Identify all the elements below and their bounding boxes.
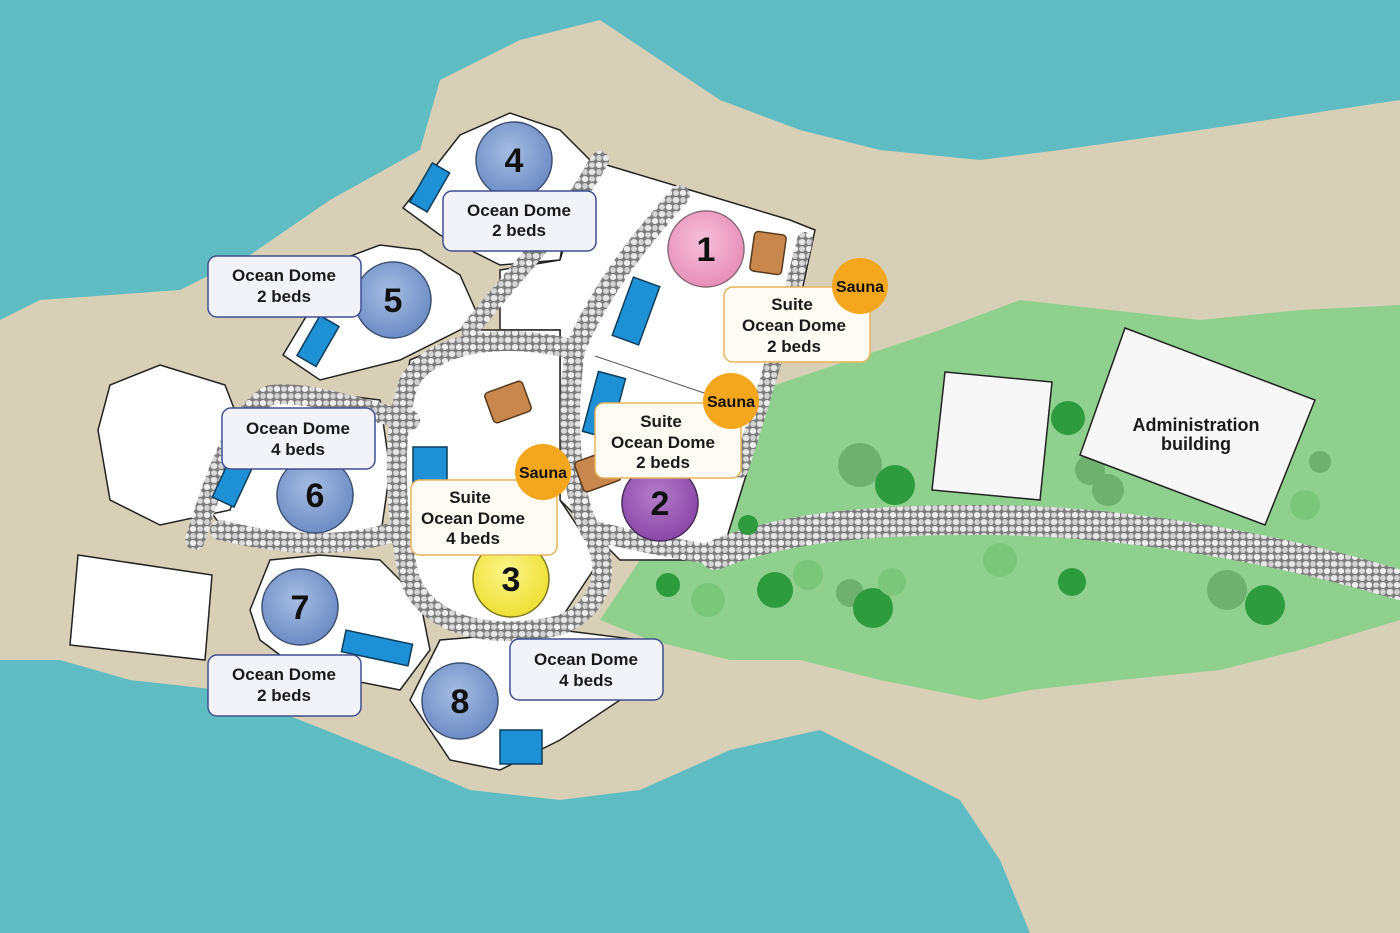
dome-2[interactable]: 2 (621, 464, 699, 542)
path-east-link (580, 520, 725, 565)
label-dome-6-line-2: 4 beds (271, 440, 325, 459)
tree (1290, 490, 1320, 520)
sauna-badge-1[interactable]: Sauna (832, 258, 888, 314)
label-dome-3-line-2: Ocean Dome (421, 509, 525, 528)
label-dome-3: Suite Ocean Dome 4 beds (410, 479, 558, 556)
tree (878, 568, 906, 596)
sauna-badge-3-label: Sauna (519, 465, 567, 482)
hut (749, 230, 787, 276)
label-dome-4-line-2: 2 beds (492, 221, 546, 240)
dome-7-number: 7 (291, 589, 310, 627)
label-dome-3-line-1: Suite (449, 488, 491, 507)
pool (499, 729, 543, 765)
dome-7[interactable]: 7 (261, 568, 339, 646)
tree (1245, 585, 1285, 625)
path-southwest (210, 520, 410, 554)
tree (838, 443, 882, 487)
label-dome-5-line-1: Ocean Dome (232, 266, 336, 285)
pool (611, 276, 661, 346)
dome-8[interactable]: 8 (421, 662, 499, 740)
dome-5-number: 5 (384, 282, 403, 320)
dome-2-number: 2 (651, 485, 670, 523)
domes: 1 2 3 4 5 6 7 8 (261, 121, 745, 740)
trees (656, 401, 1331, 628)
admin-label-line-2: building (1161, 434, 1231, 454)
dome-5[interactable]: 5 (354, 261, 432, 339)
tree (853, 588, 893, 628)
pool (340, 629, 414, 667)
label-dome-1: Suite Ocean Dome 2 beds (723, 286, 871, 363)
path-ring (386, 331, 613, 642)
dome-labels: Ocean Dome 2 beds Ocean Dome 2 beds Ocea… (207, 190, 871, 717)
pool (295, 314, 341, 368)
label-dome-7: Ocean Dome 2 beds (207, 654, 362, 717)
sauna-badge-3[interactable]: Sauna (515, 444, 571, 500)
label-dome-1-line-2: Ocean Dome (742, 316, 846, 335)
tree (1051, 401, 1085, 435)
buildings (931, 327, 1316, 526)
label-dome-6-line-1: Ocean Dome (246, 419, 350, 438)
hut (484, 380, 532, 424)
label-dome-5-line-2: 2 beds (257, 287, 311, 306)
sauna-badges: Sauna Sauna Sauna (515, 258, 888, 500)
stone-paths (185, 151, 1400, 642)
label-dome-2-line-2: Ocean Dome (611, 433, 715, 452)
tree (875, 465, 915, 505)
admin-label-line-1: Administration (1132, 415, 1259, 435)
path-north-west (461, 151, 609, 339)
sauna-badge-1-label: Sauna (836, 279, 884, 296)
dome-4[interactable]: 4 (475, 121, 553, 199)
path-north (565, 185, 690, 360)
label-dome-8-line-2: 4 beds (559, 671, 613, 690)
label-dome-1-line-1: Suite (771, 295, 813, 314)
label-dome-8-line-1: Ocean Dome (534, 650, 638, 669)
tree (793, 560, 823, 590)
label-dome-7-line-1: Ocean Dome (232, 665, 336, 684)
label-dome-2-line-1: Suite (640, 412, 682, 431)
dome-1[interactable]: 1 (667, 210, 745, 288)
sauna-badge-2-label: Sauna (707, 394, 755, 411)
label-dome-7-line-2: 2 beds (257, 686, 311, 705)
label-dome-6: Ocean Dome 4 beds (221, 407, 376, 470)
tree (691, 583, 725, 617)
plot-square-sw (69, 554, 213, 661)
label-dome-2-line-3: 2 beds (636, 453, 690, 472)
building-square (931, 371, 1053, 501)
tree (983, 543, 1017, 577)
label-dome-8: Ocean Dome 4 beds (509, 638, 664, 701)
label-dome-3-line-3: 4 beds (446, 529, 500, 548)
dome-3-number: 3 (502, 561, 521, 599)
administration-building[interactable] (1079, 327, 1316, 526)
tree (1092, 474, 1124, 506)
dome-8-number: 8 (451, 683, 470, 721)
dome-3[interactable]: 3 (472, 540, 550, 618)
tree (1207, 570, 1247, 610)
label-connectors (594, 355, 711, 396)
dome-1-number: 1 (697, 231, 716, 269)
label-dome-5: Ocean Dome 2 beds (207, 255, 362, 318)
label-dome-1-line-3: 2 beds (767, 337, 821, 356)
dome-6-number: 6 (306, 477, 325, 515)
tree (656, 573, 680, 597)
tree (738, 515, 758, 535)
tree (757, 572, 793, 608)
label-dome-2: Suite Ocean Dome 2 beds (594, 402, 742, 479)
dome-4-number: 4 (505, 142, 524, 180)
dome-6[interactable]: 6 (276, 456, 354, 534)
label-dome-4-line-1: Ocean Dome (467, 201, 571, 220)
tree (1309, 451, 1331, 473)
tree (1058, 568, 1086, 596)
sauna-badge-2[interactable]: Sauna (703, 373, 759, 429)
label-dome-4: Ocean Dome 2 beds (442, 190, 597, 252)
path-main-east (700, 505, 1400, 600)
tree (1075, 455, 1105, 485)
pool (408, 161, 451, 213)
